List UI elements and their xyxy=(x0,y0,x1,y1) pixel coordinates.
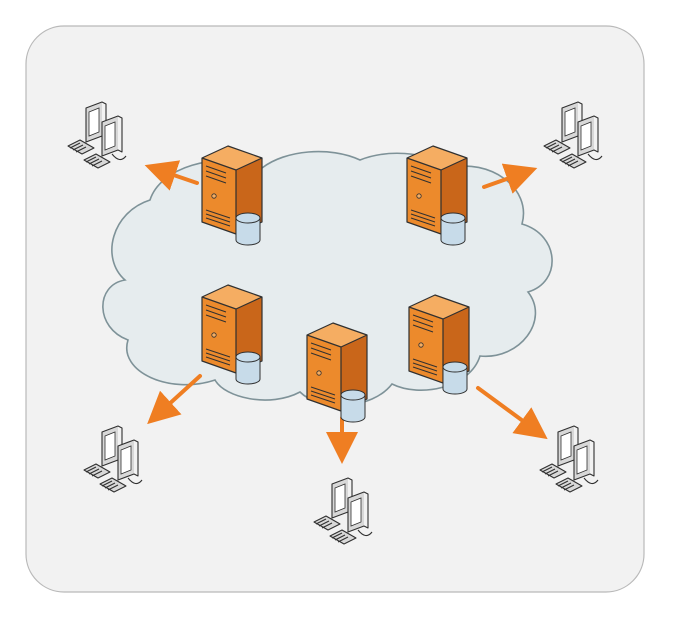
connection-arrow xyxy=(147,374,202,425)
connection-arrow xyxy=(482,163,538,194)
connection-arrow xyxy=(144,160,199,191)
connection-arrow xyxy=(476,386,548,440)
connection-arrows xyxy=(144,160,548,464)
